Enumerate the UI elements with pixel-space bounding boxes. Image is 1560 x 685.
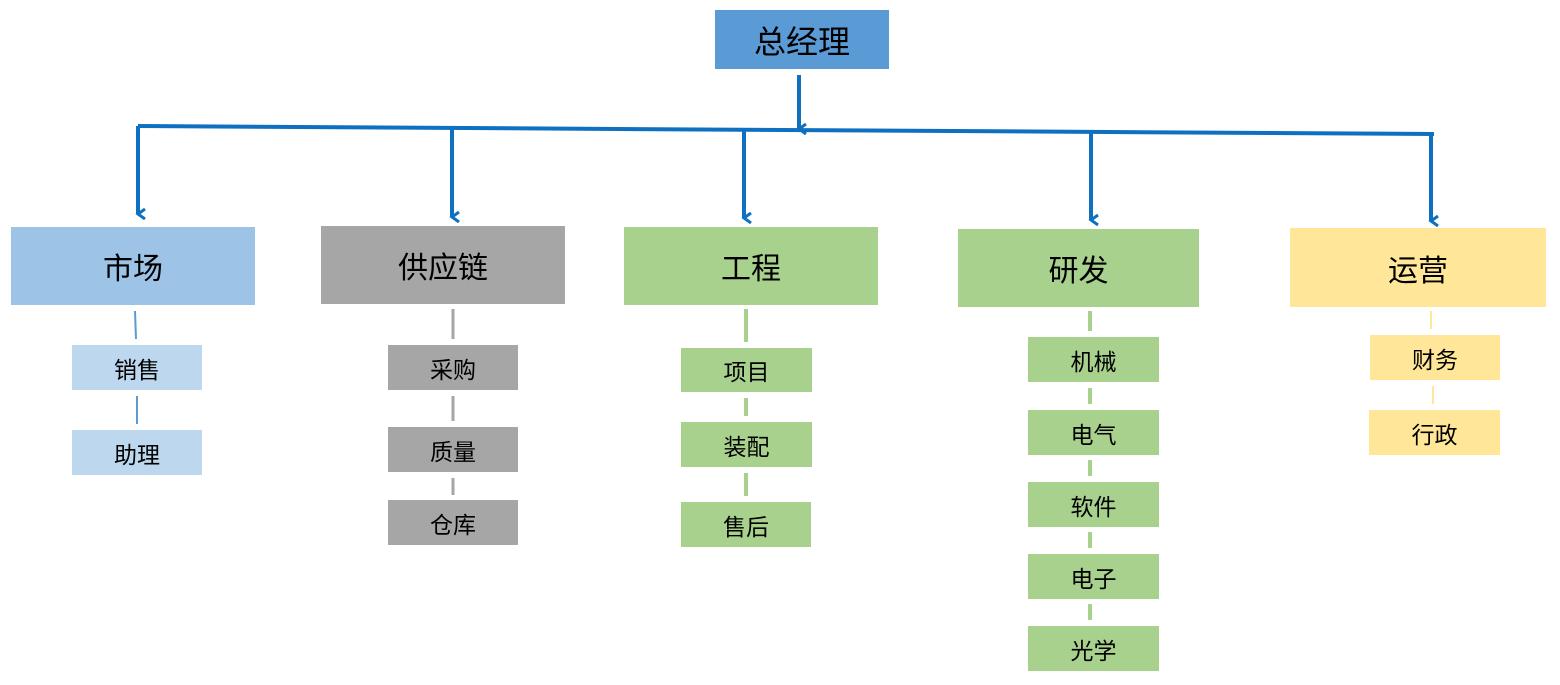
unit-label: 财务	[1412, 347, 1458, 374]
unit-node-software: 软件	[1028, 482, 1159, 527]
connector-market-1	[134, 310, 137, 340]
unit-label: 项目	[723, 360, 770, 386]
unit-label: 电子	[1070, 566, 1117, 593]
unit-label: 仓库	[430, 512, 476, 539]
dept-node-engineering: 工程	[624, 227, 878, 305]
unit-node-optics: 光学	[1028, 626, 1159, 671]
dept-label-operations: 运营	[1388, 253, 1448, 289]
unit-node-purchasing: 采购	[388, 345, 518, 390]
general-manager-node: 总经理	[715, 10, 889, 69]
unit-node-warehouse: 仓库	[388, 500, 518, 545]
unit-node-electronics: 电子	[1028, 554, 1159, 599]
unit-label: 光学	[1070, 638, 1117, 665]
unit-label: 质量	[430, 439, 476, 466]
unit-label: 采购	[430, 357, 476, 384]
dept-node-market: 市场	[11, 227, 255, 305]
dept-label-engineering: 工程	[721, 252, 781, 287]
unit-label: 装配	[723, 434, 770, 461]
dept-label-market: 市场	[103, 252, 163, 287]
unit-node-administration: 行政	[1369, 410, 1500, 455]
unit-label: 电气	[1070, 422, 1117, 449]
dept-label-rnd: 研发	[1048, 254, 1109, 289]
horizontal-bus-line	[137, 124, 1435, 136]
unit-node-finance: 财务	[1370, 335, 1500, 380]
unit-label: 售后	[723, 514, 769, 541]
unit-label: 机械	[1070, 349, 1117, 376]
unit-node-quality: 质量	[388, 427, 518, 472]
dept-node-operations: 运营	[1290, 228, 1546, 307]
general-manager-label: 总经理	[753, 22, 850, 61]
unit-label: 助理	[114, 442, 160, 469]
unit-node-assembly: 装配	[681, 422, 812, 467]
unit-node-mechanical: 机械	[1028, 337, 1159, 382]
unit-node-sales: 销售	[72, 345, 202, 390]
unit-node-project: 项目	[681, 348, 812, 392]
dept-label-supply-chain: 供应链	[398, 251, 488, 286]
unit-label: 行政	[1411, 422, 1458, 449]
unit-label: 销售	[114, 357, 160, 384]
unit-node-after-sales: 售后	[681, 502, 811, 547]
unit-label: 软件	[1070, 494, 1117, 521]
dept-node-rnd: 研发	[958, 229, 1199, 307]
unit-node-assistant: 助理	[72, 430, 202, 475]
dept-node-supply-chain: 供应链	[321, 226, 565, 304]
unit-node-electrical: 电气	[1028, 410, 1159, 455]
